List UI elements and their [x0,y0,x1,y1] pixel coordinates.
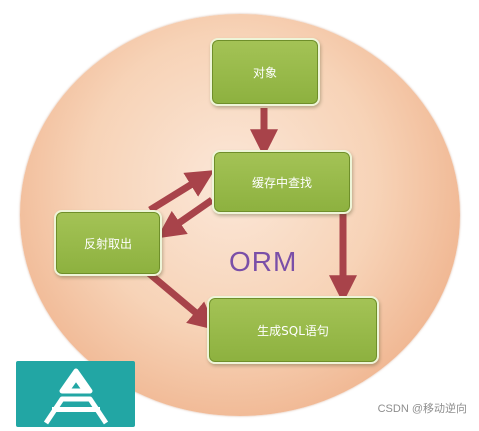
node-reflect: 反射取出 [54,210,162,276]
orm-center-label: ORM [229,246,298,277]
app-store-logo-icon [16,361,135,427]
watermark: CSDN @移动逆向 [377,403,467,415]
arrow-reflect-to-sql [142,267,217,331]
node-object: 对象 [210,38,320,106]
node-object-label: 对象 [252,65,277,80]
node-cache-lookup-label: 缓存中查找 [251,175,312,190]
arrow-reflect-to-cache [148,170,215,213]
arrow-cache-to-reflect [156,197,214,239]
node-reflect-label: 反射取出 [83,236,132,251]
node-generate-sql: 生成SQL语句 [207,296,379,364]
node-generate-sql-label: 生成SQL语句 [257,323,329,338]
node-cache-lookup: 缓存中查找 [212,150,352,214]
